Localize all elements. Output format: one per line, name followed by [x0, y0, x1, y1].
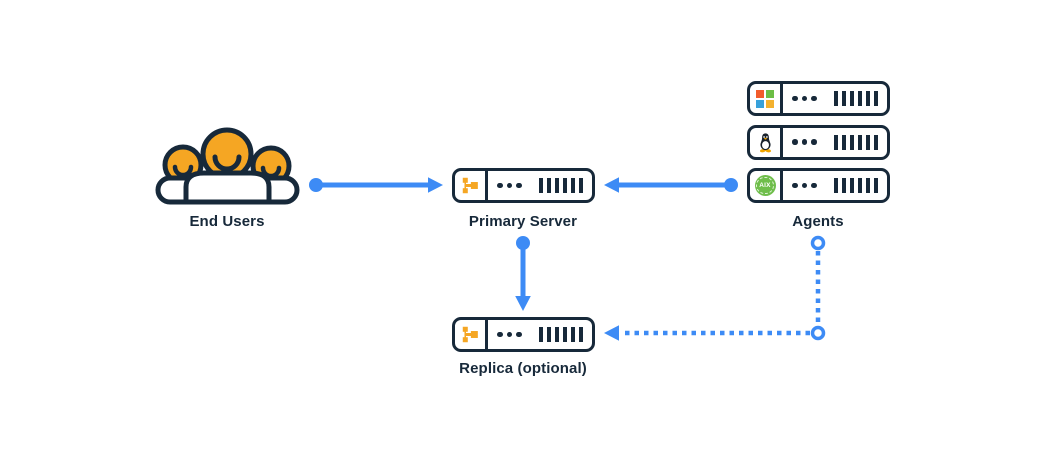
primary-server-box: [452, 168, 595, 203]
edge-endusers-to-primary: [309, 177, 443, 193]
edge-agents-to-primary: [604, 177, 738, 193]
agents-label: Agents: [792, 213, 844, 230]
edge-agents-to-replica: [604, 235, 826, 341]
server-vents: [833, 178, 878, 193]
agent-server-linux: [747, 124, 890, 160]
branch-icon: [455, 171, 488, 200]
linux-tux-icon: [750, 127, 783, 157]
end-users-label: End Users: [189, 213, 265, 230]
server-vents: [833, 91, 878, 106]
replica-label: Replica (optional): [459, 360, 587, 377]
aix-logo-icon: AIX: [750, 171, 783, 200]
aix-badge-text: AIX: [759, 182, 771, 189]
server-dots: [792, 182, 817, 189]
server-vents: [538, 327, 583, 342]
server-vents: [538, 178, 583, 193]
agent-server-aix: AIX: [747, 168, 890, 203]
branch-icon: [455, 320, 488, 349]
windows-logo-icon: [750, 84, 783, 113]
replica-server-box: [452, 317, 595, 352]
edge-primary-to-replica: [515, 236, 531, 311]
server-dots: [792, 139, 817, 145]
node-replica: [452, 317, 595, 352]
server-vents: [833, 134, 878, 150]
node-agents: AIX: [747, 81, 890, 203]
primary-server-label: Primary Server: [468, 213, 578, 230]
server-dots: [497, 331, 522, 338]
server-dots: [792, 95, 817, 102]
node-primary-server: [452, 168, 595, 203]
server-dots: [497, 182, 522, 189]
users-smiley-group-icon: [155, 127, 300, 205]
node-end-users: [155, 127, 300, 210]
agent-server-windows: [747, 81, 890, 116]
